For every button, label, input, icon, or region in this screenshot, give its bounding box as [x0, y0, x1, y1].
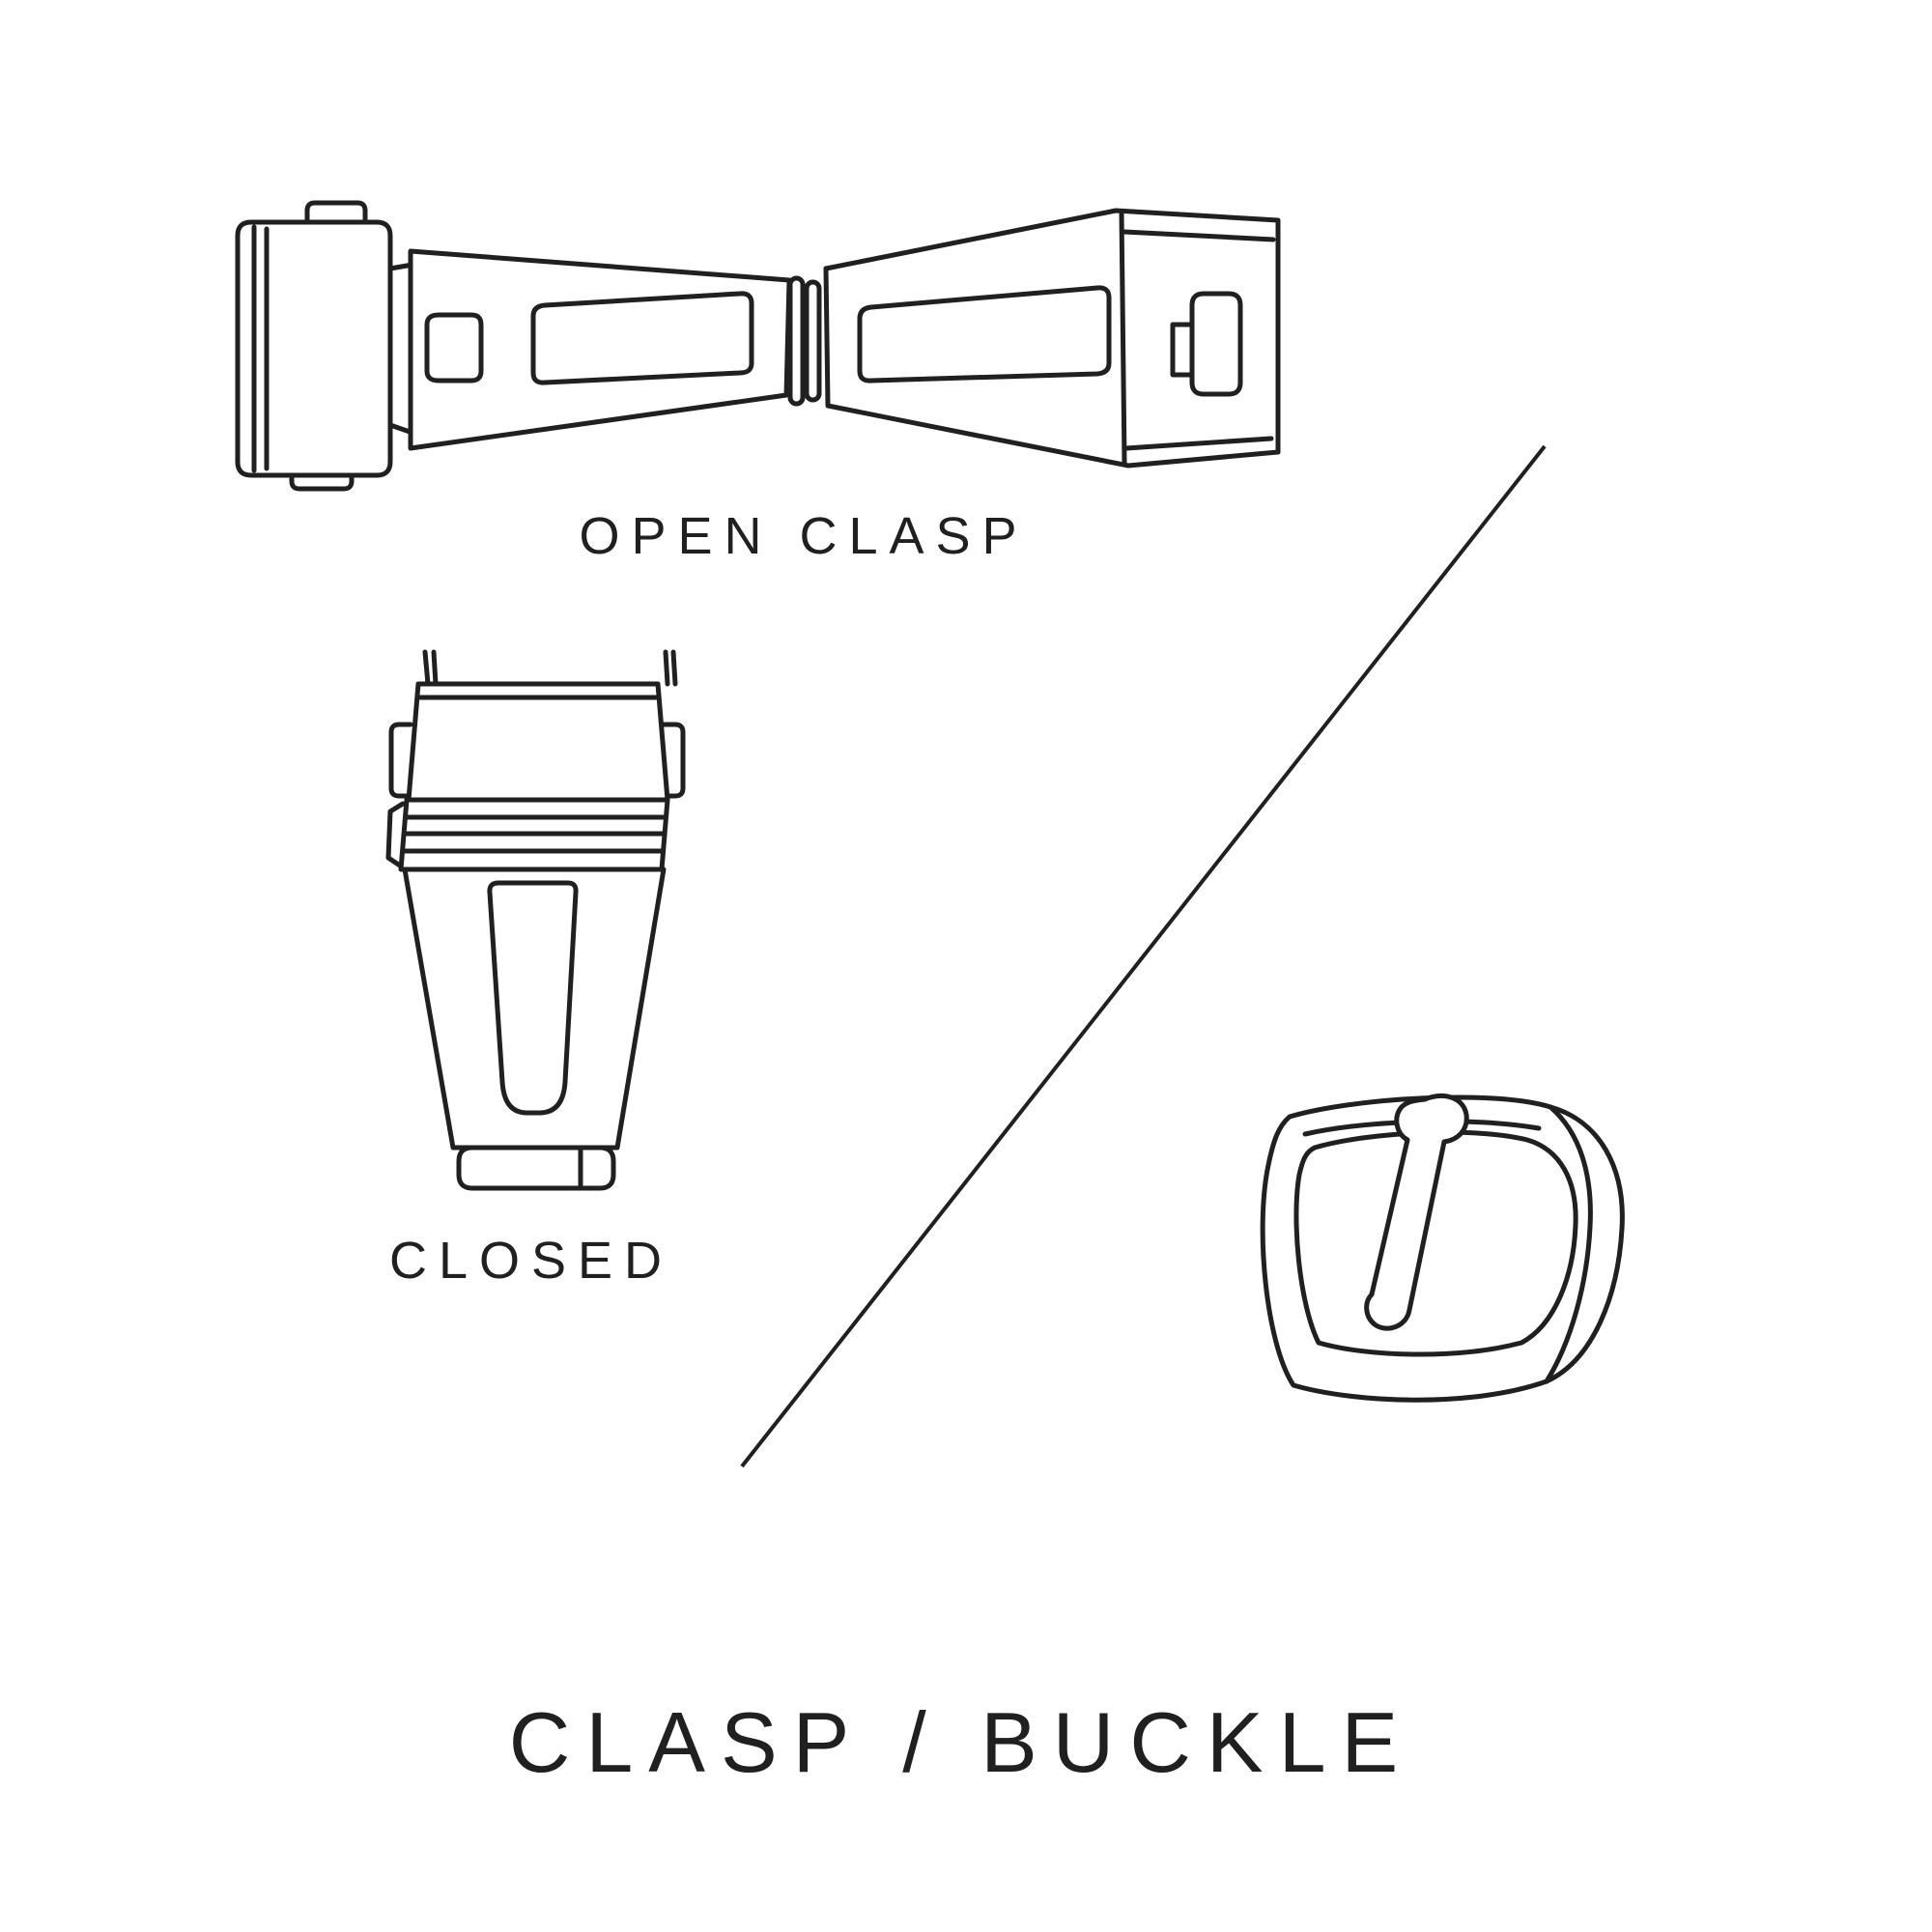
closed-clasp-prongs	[422, 649, 678, 687]
buckle-frame	[1260, 1094, 1625, 1403]
clasp-catch-hook	[1170, 291, 1243, 397]
buckle-tongue	[1364, 1094, 1469, 1331]
closed-clasp-band	[385, 797, 670, 872]
closed-clasp-illustration	[385, 649, 686, 1191]
clasp-left-end-link	[235, 200, 415, 492]
tang-buckle-illustration	[1260, 1094, 1625, 1403]
clasp-center-hinge	[787, 275, 822, 407]
closed-clasp-end-cap	[456, 1145, 616, 1191]
clasp-left-arm	[408, 248, 792, 451]
closed-clasp-body	[402, 867, 667, 1151]
open-clasp-caption: OPEN CLASP	[579, 507, 1029, 565]
clasp-right-arm	[823, 208, 1281, 469]
page-title: CLASP / BUCKLE	[508, 1694, 1414, 1790]
closed-clasp-caption: CLOSED	[388, 1232, 674, 1290]
open-clasp-illustration	[235, 200, 1281, 492]
